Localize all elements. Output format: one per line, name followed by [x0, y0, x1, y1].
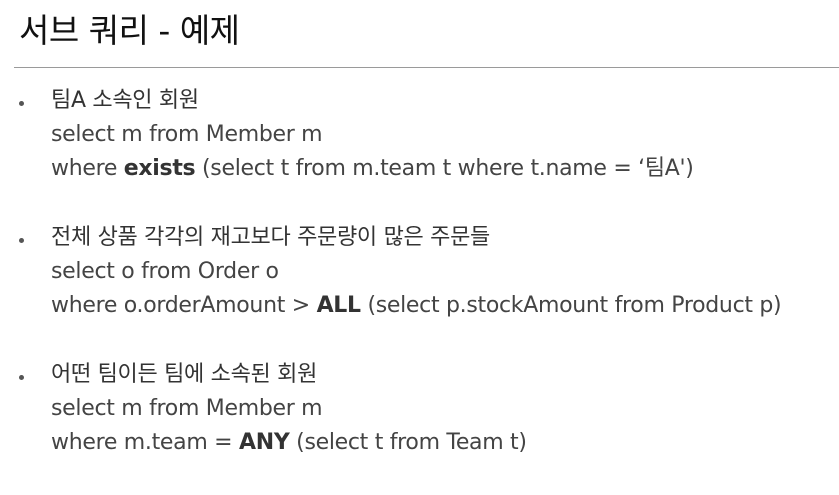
where-subquery: (select p.stockAmount from Product p) [360, 293, 782, 318]
keyword-exists: exists [123, 156, 196, 181]
query-line-select: select m from Member m [51, 396, 323, 421]
query-line-where: where m.team = ANY (select t from Team t… [51, 426, 839, 460]
where-prefix: where m.team = [51, 430, 239, 455]
where-subquery: (select t from m.team t where t.name = ‘… [195, 156, 694, 181]
example-heading: 전체 상품 각각의 재고보다 주문량이 많은 주문들 [51, 225, 490, 250]
keyword-all: ALL [316, 293, 361, 318]
query-line-where: where o.orderAmount > ALL (select p.stoc… [51, 289, 839, 323]
query-line-select: select m from Member m [51, 122, 323, 147]
keyword-any: ANY [238, 430, 290, 455]
example-heading: 팀A 소속인 회원 [51, 88, 199, 113]
where-prefix: where [51, 156, 124, 181]
slide-title: 서브 쿼리 - 예제 [19, 11, 240, 50]
bullet-dot-icon [19, 101, 24, 106]
query-line-select: select o from Order o [51, 259, 279, 284]
example-item-all: 전체 상품 각각의 재고보다 주문량이 많은 주문들 select o from… [0, 221, 839, 358]
bullet-dot-icon [19, 238, 24, 243]
example-item-exists: 팀A 소속인 회원 select m from Member m where e… [0, 84, 839, 221]
example-list: 팀A 소속인 회원 select m from Member m where e… [0, 84, 839, 495]
where-prefix: where o.orderAmount > [51, 293, 317, 318]
where-subquery: (select t from Team t) [289, 430, 527, 455]
title-divider [14, 67, 839, 68]
bullet-dot-icon [19, 375, 24, 380]
query-line-where: where exists (select t from m.team t whe… [51, 152, 839, 186]
example-item-any: 어떤 팀이든 팀에 소속된 회원 select m from Member m … [0, 358, 839, 495]
example-heading: 어떤 팀이든 팀에 소속된 회원 [51, 362, 318, 387]
